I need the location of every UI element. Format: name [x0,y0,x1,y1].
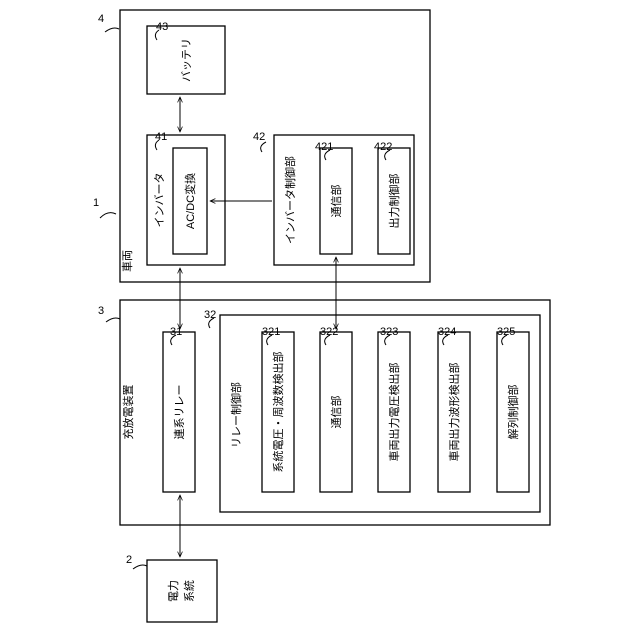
charger-label: 充放電装置 [121,385,135,440]
ref-323: 323 [380,326,398,338]
inverter-controller-label: インバータ制御部 [283,156,297,244]
voltage-detector-label: 車両出力電圧検出部 [387,363,401,462]
ref-422: 422 [374,141,392,153]
ref-41: 41 [155,131,167,143]
inverter-label: インバータ [153,173,166,228]
ref-1: 1 [93,197,99,209]
leader-3 [106,318,120,322]
ref-2: 2 [126,554,132,566]
ref-324: 324 [438,326,456,338]
ref-43: 43 [156,21,168,33]
grid-label-line2: 系統 [182,580,196,602]
ref-3: 3 [98,305,104,317]
vehicle-label: 車両 [120,250,134,272]
ref-421: 421 [315,141,333,153]
battery-label: バッテリ [180,38,193,82]
grid-box [147,560,217,622]
ref-42: 42 [253,131,265,143]
grid-detector-label: 系統電圧・周波数検出部 [271,352,285,473]
ref-325: 325 [497,326,515,338]
leader-4 [105,28,119,32]
ref-4: 4 [98,13,104,25]
leader-1 [100,213,116,218]
ref-322: 322 [320,326,338,338]
waveform-detector-label: 車両出力波形検出部 [447,363,461,462]
disconnect-ctrl-label: 解列制御部 [506,385,520,440]
acdc-converter-label: AC/DC変換 [183,173,197,229]
leader-2 [133,565,147,569]
ref-32: 32 [204,309,216,321]
ref-31: 31 [170,326,182,338]
relay-label: 連系リレー [172,385,186,440]
charger-comm-label: 通信部 [329,396,343,429]
grid-label-line1: 電力 [167,580,180,602]
inverter-comm-label: 通信部 [329,185,343,218]
output-ctrl-label: 出力制御部 [387,174,401,229]
ref-321: 321 [262,326,280,338]
relay-controller-label: リレー制御部 [229,382,243,448]
